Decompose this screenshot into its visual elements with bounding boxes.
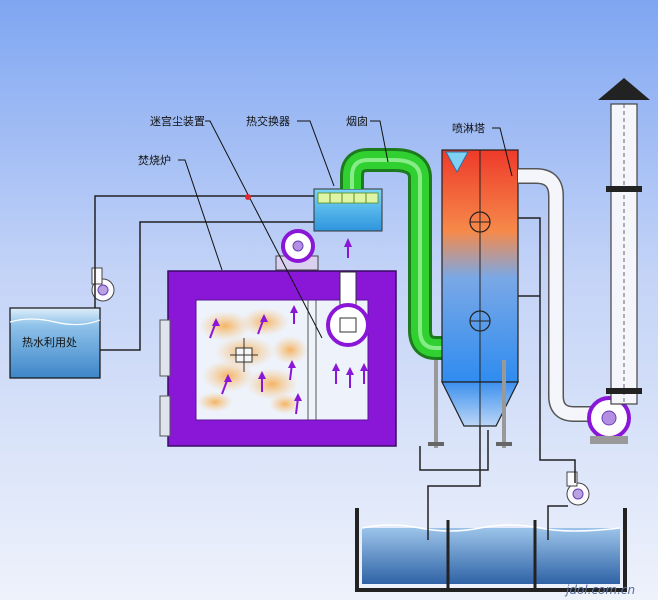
circulation-pump — [566, 471, 590, 506]
process-piping — [94, 195, 576, 540]
hot-water-tank — [9, 307, 101, 379]
flame-arrows — [209, 305, 302, 415]
flue-pipe — [340, 148, 448, 360]
water-pool — [355, 508, 627, 592]
heat-exchanger-label: 热交换器 — [246, 114, 290, 128]
hot-water-use-label: 热水利用处 — [22, 336, 77, 349]
leader-lines — [178, 120, 513, 339]
dust-collector-fan — [326, 271, 370, 347]
airflow-arrows — [332, 238, 368, 388]
blower-fan — [275, 229, 319, 271]
exhaust-duct — [518, 168, 594, 422]
exhaust-fan — [587, 396, 631, 444]
spray-tower-label: 喷淋塔 — [452, 122, 485, 135]
heat-exchanger — [313, 188, 383, 232]
flue-label: 烟囱 — [346, 114, 368, 128]
hot-water-pump — [91, 267, 115, 302]
dust-collector-label: 迷宫尘装置 — [150, 114, 205, 128]
incinerator-label: 焚烧炉 — [138, 154, 171, 167]
watermark: jdol.com.cn — [564, 583, 635, 597]
spray-tower — [428, 149, 519, 448]
burner-icon — [230, 338, 258, 372]
chimney — [598, 78, 650, 405]
